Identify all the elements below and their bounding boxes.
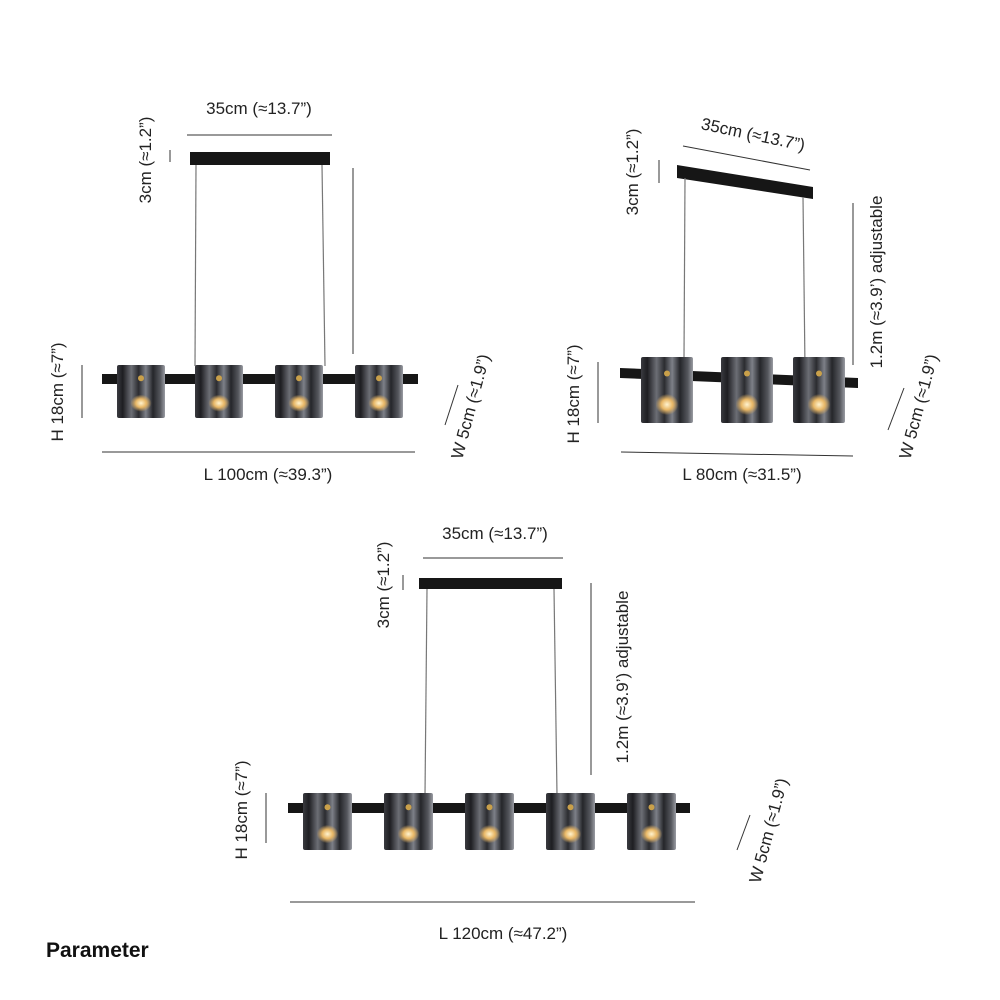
- lamp-shade: [117, 365, 165, 418]
- bulb-glow: [208, 394, 230, 412]
- length-label: L 80cm (≈31.5”): [682, 465, 801, 484]
- lamp-shades: [641, 357, 845, 423]
- diagram-120cm: 35cm (≈13.7”) 3cm (≈1.2”) 1.2m (≈3.9’) a…: [232, 524, 792, 943]
- lamp-shade: [355, 365, 403, 418]
- canopy: [677, 165, 813, 199]
- width-label: W 5cm (≈1.9”): [746, 776, 792, 885]
- bulb-glow: [368, 394, 390, 412]
- diagram-100cm: 35cm (≈13.7”) 3cm (≈1.2”) H 18cm (≈7”) W…: [48, 99, 494, 484]
- brass-cap: [567, 804, 574, 811]
- lamp-shade: [303, 793, 352, 850]
- width-label: W 5cm (≈1.9”): [448, 352, 494, 461]
- bulb-glow: [397, 824, 420, 844]
- height-label: H 18cm (≈7”): [564, 344, 583, 443]
- bulb-glow: [655, 393, 679, 416]
- cable: [802, 196, 806, 369]
- brass-cap: [664, 370, 670, 377]
- parameter-title: Parameter: [46, 939, 149, 962]
- brass-cap: [138, 375, 144, 382]
- bulb-glow: [288, 394, 310, 412]
- length-label: L 120cm (≈47.2”): [439, 924, 568, 943]
- width-line: [887, 387, 905, 431]
- brass-cap: [296, 375, 302, 382]
- length-label: L 100cm (≈39.3”): [204, 465, 333, 484]
- height-label: H 18cm (≈7”): [232, 760, 251, 859]
- bulb-glow: [807, 393, 831, 416]
- brass-cap: [405, 804, 412, 811]
- lamp-bar: [102, 374, 418, 384]
- width-label: W 5cm (≈1.9”): [896, 352, 942, 461]
- bulb-glow: [130, 394, 152, 412]
- cable: [194, 164, 197, 367]
- lamp-shade: [465, 793, 514, 850]
- cable: [683, 177, 686, 359]
- lamp-shade: [546, 793, 595, 850]
- brass-cap: [816, 370, 822, 377]
- canopy: [419, 578, 562, 589]
- lamp-shade: [793, 357, 845, 423]
- brass-cap: [324, 804, 331, 811]
- diagram-80cm: 35cm (≈13.7”) 3cm (≈1.2”) 1.2m (≈3.9’) a…: [564, 114, 942, 484]
- canopy: [190, 152, 330, 165]
- lamp-shades: [303, 793, 676, 850]
- canopy-width-label: 35cm (≈13.7”): [206, 99, 312, 118]
- bulb-glow: [735, 393, 759, 416]
- bulb-glow: [640, 824, 663, 844]
- bulb-glow: [559, 824, 582, 844]
- canopy-height-label: 3cm (≈1.2”): [136, 117, 155, 204]
- cable: [553, 588, 558, 796]
- brass-cap: [486, 804, 493, 811]
- brass-cap: [376, 375, 382, 382]
- canopy-height-label: 3cm (≈1.2”): [374, 542, 393, 629]
- bulb-glow: [478, 824, 501, 844]
- bulb-glow: [316, 824, 339, 844]
- canopy-width-label: 35cm (≈13.7”): [442, 524, 548, 543]
- lamp-shade: [627, 793, 676, 850]
- length-line: [620, 451, 854, 457]
- canopy-width-label: 35cm (≈13.7”): [699, 114, 806, 155]
- height-label: H 18cm (≈7”): [48, 342, 67, 441]
- lamp-shade: [384, 793, 433, 850]
- brass-cap: [744, 370, 750, 377]
- width-line: [736, 814, 751, 851]
- lamp-shade: [721, 357, 773, 423]
- cable-length-label: 1.2m (≈3.9’) adjustable: [867, 196, 886, 369]
- lamp-shade: [641, 357, 693, 423]
- canopy-width-line: [682, 145, 811, 171]
- brass-cap: [648, 804, 655, 811]
- lamp-shades: [117, 365, 403, 418]
- cable: [321, 164, 326, 367]
- lamp-shade: [275, 365, 323, 418]
- lamp-shade: [195, 365, 243, 418]
- brass-cap: [216, 375, 222, 382]
- width-line: [444, 384, 459, 426]
- cable: [424, 588, 428, 796]
- canopy-height-label: 3cm (≈1.2”): [623, 129, 642, 216]
- cable-length-label: 1.2m (≈3.9’) adjustable: [613, 591, 632, 764]
